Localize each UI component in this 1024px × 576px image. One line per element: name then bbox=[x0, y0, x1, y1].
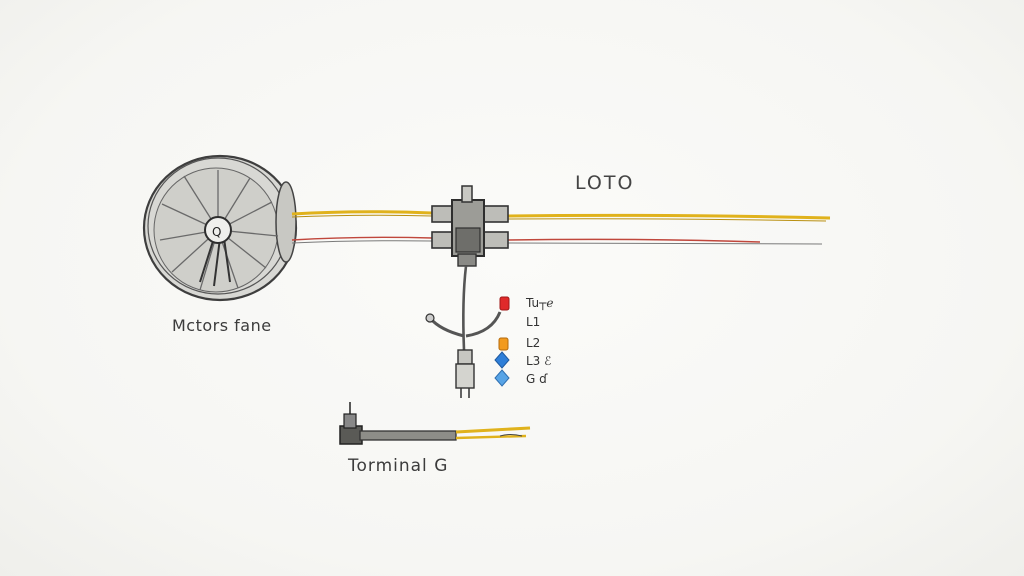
legend-label-4: G ɗ bbox=[526, 372, 548, 386]
line-wires bbox=[507, 213, 831, 245]
legend-marker-lightblue bbox=[494, 369, 510, 387]
motor-fan bbox=[142, 154, 298, 302]
terminal-label: Torminal G bbox=[348, 456, 449, 476]
legend-marker-red bbox=[499, 296, 510, 311]
legend-marker-blue bbox=[494, 351, 510, 369]
loto-label: LOTO bbox=[575, 172, 635, 194]
motor-wires bbox=[291, 210, 433, 244]
legend-label-1: L1 bbox=[526, 315, 541, 329]
loto-disconnect bbox=[431, 185, 509, 267]
legend-label-2: L2 bbox=[526, 336, 541, 350]
legend-label-0: Tu┬ℯ bbox=[526, 296, 554, 310]
legend-label-3: L3 ℰ bbox=[526, 354, 552, 368]
legend-markers bbox=[494, 296, 510, 387]
terminal-probe bbox=[339, 402, 531, 445]
motor-label: Mctors fane bbox=[172, 316, 272, 335]
drop-cable bbox=[425, 265, 502, 398]
legend-marker-orange bbox=[498, 337, 509, 351]
motor-hub-letter: Q bbox=[212, 225, 221, 239]
